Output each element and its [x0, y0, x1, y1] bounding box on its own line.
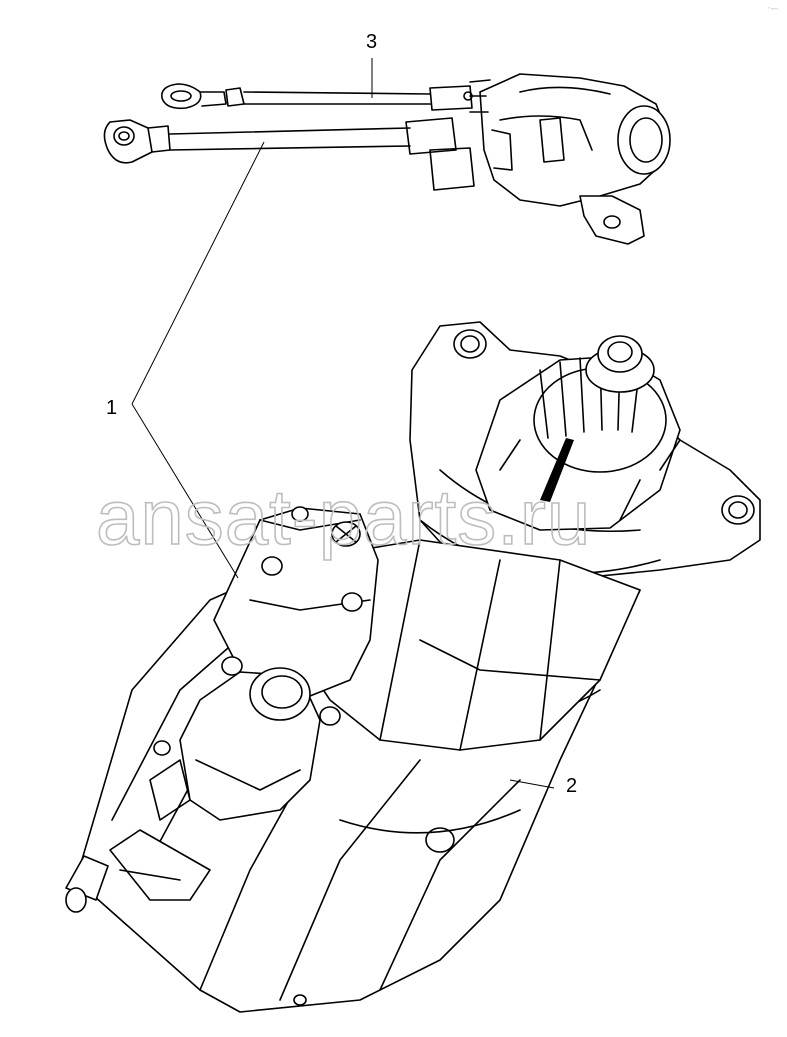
callout-labels: 3 1 2	[106, 31, 577, 797]
cable-assembly	[103, 73, 671, 245]
callout-3: 3	[366, 31, 377, 53]
pinion-gear	[475, 335, 681, 531]
leader-1b	[131, 403, 239, 579]
motor-solenoid	[109, 506, 379, 901]
field-housing	[289, 539, 641, 751]
upper-cable	[161, 83, 473, 111]
starter-motor	[65, 321, 761, 1013]
callout-1: 1	[106, 397, 117, 419]
leader-1a	[131, 141, 265, 405]
corner-mark: ° ¬¬¬	[768, 6, 778, 11]
cable-solenoid	[463, 73, 671, 245]
leader-lines	[131, 58, 555, 789]
lower-cable	[103, 117, 475, 191]
callout-2: 2	[566, 775, 577, 797]
watermark: ansat-parts.ru	[96, 473, 591, 561]
leader-2	[509, 779, 555, 789]
